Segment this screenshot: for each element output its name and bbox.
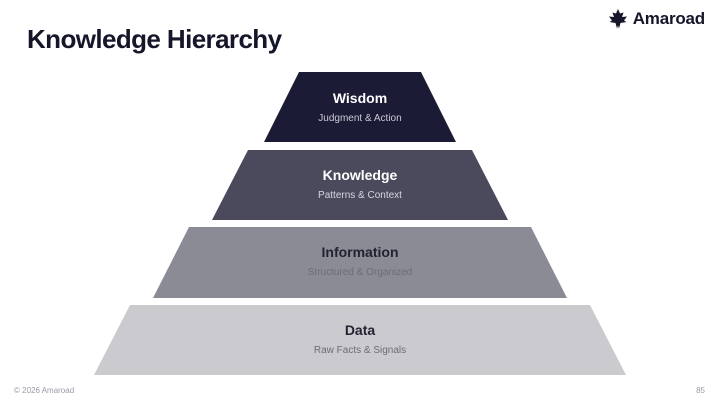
pyramid-level-information-shape: [153, 227, 567, 298]
pyramid-level-wisdom: Wisdom Judgment & Action: [0, 89, 720, 126]
level-description: Judgment & Action: [318, 113, 402, 124]
level-description: Structured & Organized: [307, 267, 413, 278]
pyramid-level-information: Information Structured & Organized: [0, 243, 720, 280]
footer-copyright: © 2026 Amaroad: [14, 386, 75, 395]
pyramid-level-data: Data Raw Facts & Signals: [0, 321, 720, 358]
level-name: Information: [321, 244, 399, 260]
brand-name: Amaroad: [632, 9, 705, 28]
pyramid-level-data-shape: [94, 305, 626, 375]
page-number: 85: [696, 386, 705, 395]
level-description: Patterns & Context: [318, 190, 402, 201]
pyramid-level-knowledge: Knowledge Patterns & Context: [0, 166, 720, 203]
pyramid-level-wisdom-shape: [264, 72, 456, 142]
maple-leaf-icon: [608, 9, 627, 29]
brand-logo: Amaroad: [607, 8, 705, 30]
level-name: Wisdom: [332, 90, 388, 106]
level-description: Raw Facts & Signals: [313, 345, 407, 356]
level-name: Knowledge: [322, 167, 398, 183]
slide-title: Knowledge Hierarchy: [27, 24, 282, 54]
pyramid-level-knowledge-shape: [212, 150, 508, 220]
level-name: Data: [344, 322, 376, 338]
